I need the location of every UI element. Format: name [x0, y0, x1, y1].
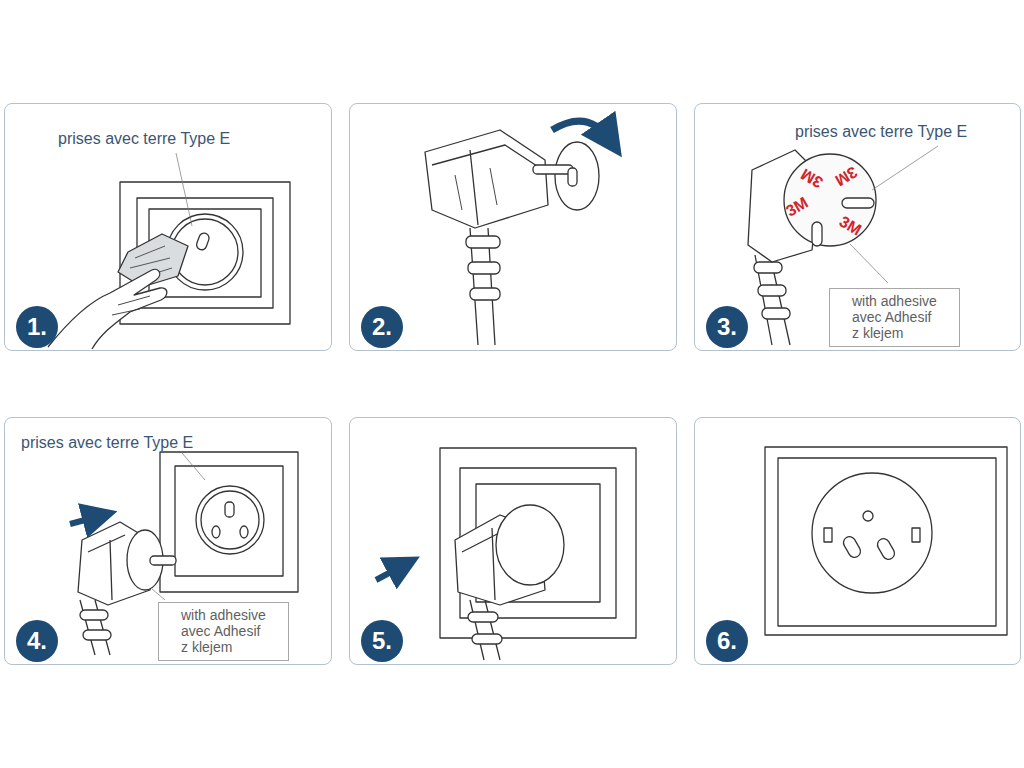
step-number: 2. [361, 306, 403, 348]
brand-mark: 3M [798, 166, 825, 191]
note-text: z klejem [181, 639, 266, 655]
socket-label: prises avec terre Type E [21, 434, 193, 452]
brand-mark: 3M [832, 164, 859, 189]
step-panel: 2. [349, 103, 677, 351]
callout-number: 5. [361, 620, 403, 662]
callout-number: 2. [361, 306, 403, 348]
note-box: with adhesiveavec Adhesifz klejem [829, 288, 960, 347]
plug-pressed [376, 448, 636, 660]
step-number: 5. [361, 620, 403, 662]
callout-number: 3. [706, 306, 748, 348]
step-panel: prises avec terre Type E 1. [4, 103, 332, 351]
step-panel: prises avec terre Type E with adhesiveave… [4, 417, 332, 665]
note-text: avec Adhesif [852, 309, 937, 325]
socket-label: prises avec terre Type E [58, 130, 230, 148]
socket-label: prises avec terre Type E [795, 123, 967, 141]
note-text: z klejem [852, 325, 937, 341]
socket-cleaning [48, 153, 290, 349]
note-text: with adhesive [852, 293, 937, 309]
step-number: 4. [16, 620, 58, 662]
note-box: with adhesiveavec Adhesifz klejem [158, 602, 289, 661]
socket-protected [765, 447, 1007, 635]
step-number: 1. [16, 306, 58, 348]
plug-peel [425, 121, 610, 345]
step-number: 6. [706, 620, 748, 662]
brand-mark: 3M [836, 214, 863, 239]
note-text: avec Adhesif [181, 623, 266, 639]
note-text: with adhesive [181, 607, 266, 623]
step-panel: 6. [694, 417, 1021, 665]
callout-number: 6. [706, 620, 748, 662]
brand-mark: 3M [783, 195, 810, 220]
callout-number: 1. [16, 306, 58, 348]
step-number: 3. [706, 306, 748, 348]
callout-number: 4. [16, 620, 58, 662]
step-panel: 5. [349, 417, 677, 665]
